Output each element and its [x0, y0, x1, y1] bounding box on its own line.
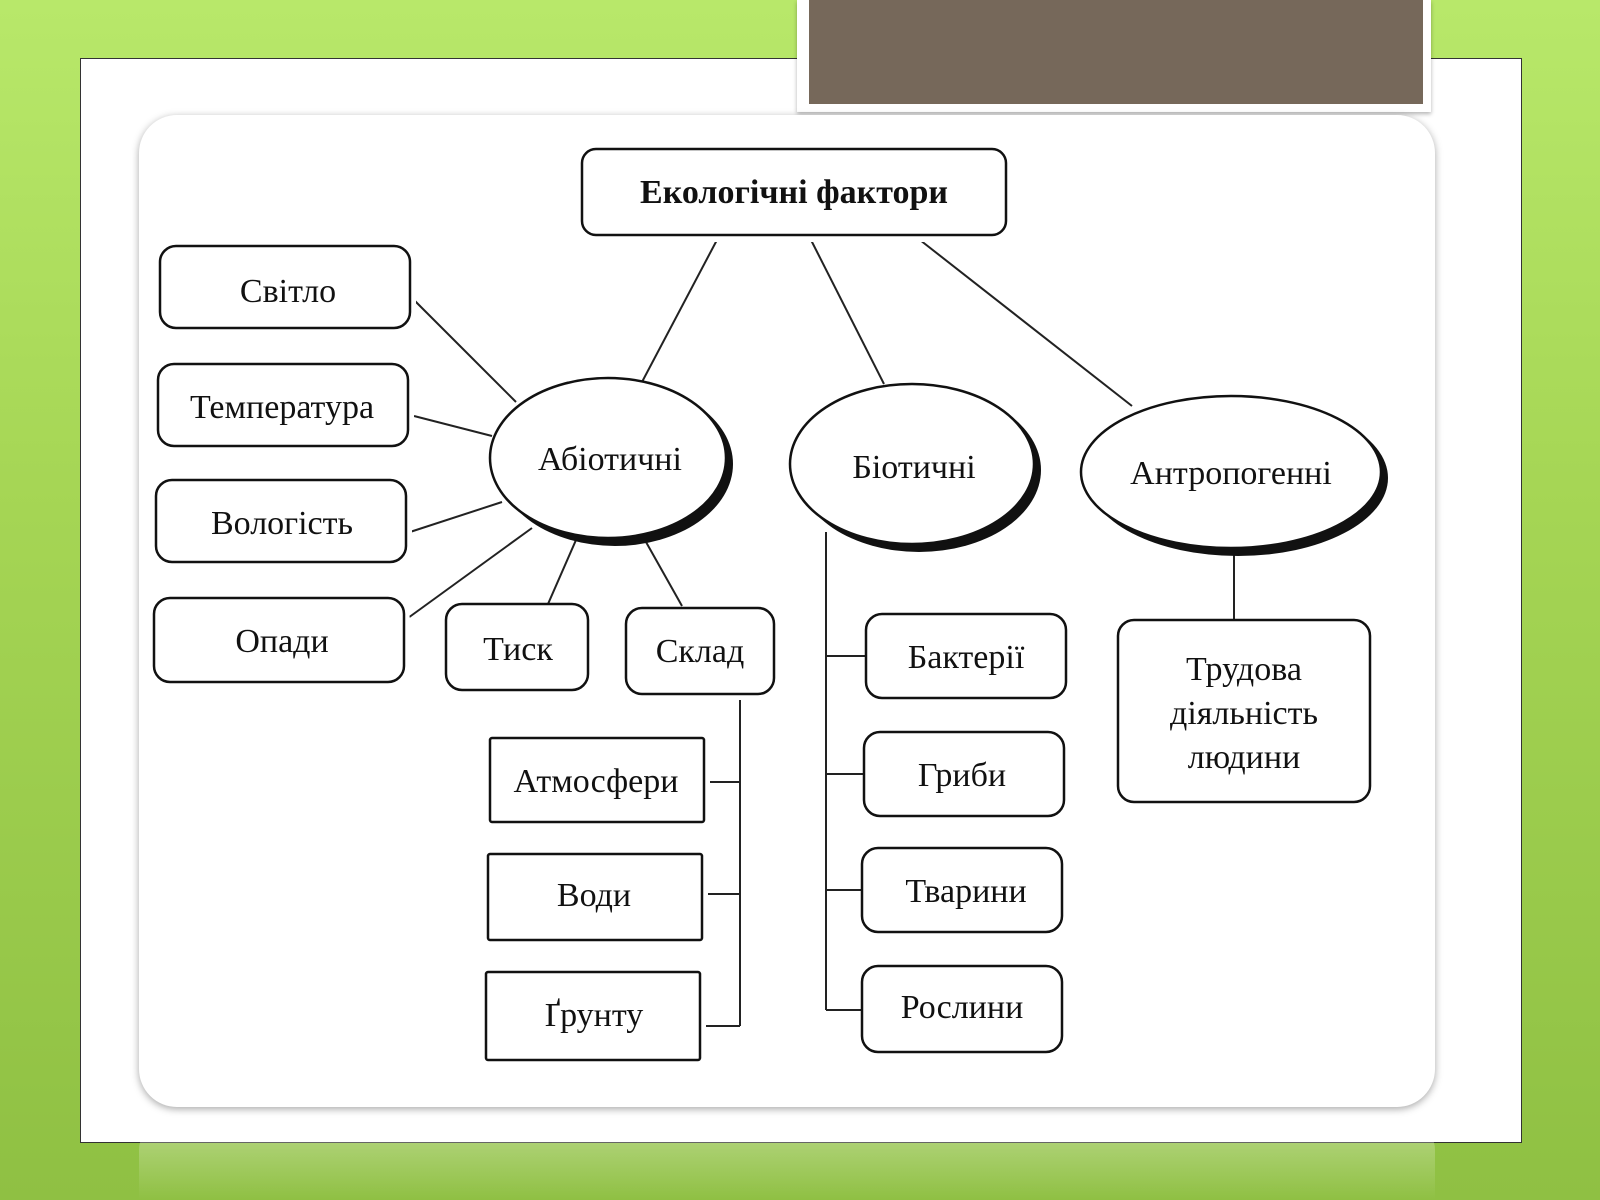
abiotic-label: Абіотичні — [538, 441, 682, 478]
anthropogenic-label: Антропогенні — [1130, 455, 1332, 492]
abiotic-item-humidity: Вологість — [154, 478, 412, 568]
connector-abiotic-composition — [645, 541, 683, 607]
biotic-item-fungi: Гриби — [862, 730, 1070, 822]
connectors — [407, 237, 1235, 1027]
biotic-node: Біотичні — [788, 382, 1041, 552]
card-reflection — [139, 1120, 1435, 1200]
svg-text:Опади: Опади — [235, 623, 328, 660]
title-placeholder — [797, 0, 1431, 112]
abiotic-item-pressure: Тиск — [444, 602, 594, 696]
connector-root-biotic — [809, 237, 885, 385]
svg-text:Вологість: Вологість — [211, 505, 353, 542]
biotic-item-plants: Рослини — [860, 964, 1068, 1058]
svg-text:людини: людини — [1188, 739, 1301, 776]
svg-text:Склад: Склад — [656, 633, 745, 670]
svg-text:Бактерії: Бактерії — [908, 639, 1025, 676]
connector-abiotic-pressure — [547, 539, 577, 605]
connector-abiotic-temperature — [413, 415, 493, 437]
composition-item-atmosphere: Атмосфери — [488, 736, 710, 828]
connector-abiotic-precipitation — [407, 527, 533, 619]
svg-text:Світло: Світло — [240, 273, 336, 310]
composition-item-soil: Ґрунту — [484, 970, 706, 1066]
connector-abiotic-humidity — [409, 501, 503, 533]
abiotic-item-temperature: Температура — [156, 362, 414, 452]
abiotic-item-composition: Склад — [624, 606, 780, 700]
biotic-label: Біотичні — [852, 449, 975, 486]
connector-abiotic-light — [413, 299, 517, 403]
abiotic-node: Абіотичні — [488, 376, 733, 546]
root-label: Екологічні фактори — [640, 174, 948, 211]
connector-root-anthropogenic — [919, 239, 1133, 407]
root-node: Екологічні фактори — [580, 147, 1013, 242]
svg-text:Тиск: Тиск — [483, 631, 553, 668]
svg-text:діяльність: діяльність — [1170, 695, 1318, 732]
svg-text:Трудова: Трудова — [1186, 651, 1302, 688]
svg-text:Гриби: Гриби — [918, 757, 1006, 794]
svg-text:Води: Води — [557, 877, 631, 914]
anthropogenic-item-labor: Трудова діяльність людини — [1116, 618, 1376, 808]
abiotic-item-light: Світло — [158, 244, 416, 334]
composition-item-water: Води — [486, 852, 708, 946]
svg-text:Ґрунту: Ґрунту — [545, 997, 643, 1034]
anthropogenic-node: Антропогенні — [1079, 394, 1388, 556]
svg-text:Атмосфери: Атмосфери — [514, 763, 679, 800]
title-placeholder-fill — [809, 0, 1423, 104]
svg-text:Температура: Температура — [190, 389, 374, 426]
svg-text:Рослини: Рослини — [901, 989, 1024, 1026]
connector-root-abiotic — [641, 237, 719, 383]
biotic-item-bacteria: Бактерії — [864, 612, 1072, 704]
abiotic-item-precipitation: Опади — [152, 596, 410, 688]
svg-text:Тварини: Тварини — [905, 873, 1026, 910]
biotic-item-animals: Тварини — [860, 846, 1068, 938]
